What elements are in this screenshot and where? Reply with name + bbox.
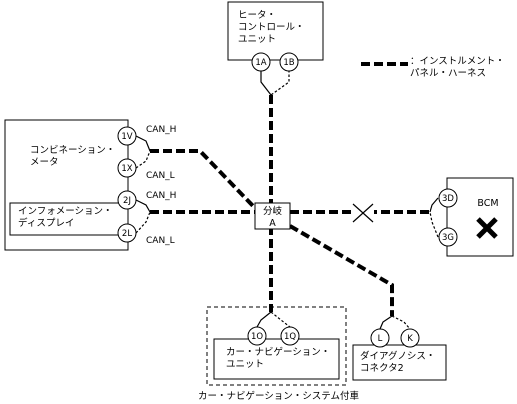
- diag-wire-k: [391, 315, 411, 330]
- heater-wire-1b: [270, 70, 290, 96]
- navigation-system: カー・ナビゲーション・ユニット 1O 1Q カー・ナビゲーション・システム付車: [198, 306, 360, 402]
- pin-3g: [438, 227, 458, 247]
- legend-text: ：インストルメント・パネル・ハーネス: [410, 56, 505, 79]
- x-mark-icon: [476, 217, 498, 239]
- diagnosis-label: ダイアグノシス・コネクタ2: [360, 350, 435, 374]
- pin-1a: [251, 52, 271, 72]
- pin-2l-label: 2L: [122, 229, 132, 239]
- combination-meter-label: コンビネーション・メータ: [30, 145, 115, 168]
- info-display-box: [9, 202, 129, 236]
- harness-diagnosis: [288, 224, 394, 316]
- junction-box: [254, 202, 291, 230]
- navigation-optional-frame: [206, 306, 347, 386]
- pin-1a-label: 1A: [255, 58, 266, 68]
- info-display-label: インフォメーション・ディスプレイ: [18, 206, 113, 229]
- pin-k-label: K: [407, 334, 413, 344]
- pin-k: [400, 328, 420, 348]
- bcm-label: BCM: [477, 198, 498, 209]
- pin-2l: [117, 223, 137, 243]
- pin-1x-label: 1X: [121, 164, 132, 174]
- meter-wire-1x: [135, 150, 151, 169]
- bcm-unit: BCM 3D 3G: [429, 177, 514, 257]
- pin-3g-label: 3G: [442, 233, 454, 243]
- nav-wire-1q: [270, 311, 291, 328]
- pin-1b: [279, 52, 299, 72]
- pin-2j-label: 2J: [123, 196, 131, 206]
- meter-can-l-label: CAN_L: [146, 171, 175, 181]
- display-can-h-label: CAN_H: [146, 191, 176, 201]
- navigation-unit-label: カー・ナビゲーション・ユニット: [226, 346, 330, 370]
- navigation-system-label: カー・ナビゲーション・システム付車: [198, 390, 360, 402]
- bcm-wire-3d: [429, 197, 439, 213]
- heater-control-unit: ヒータ・コントロール・ユニット 1A 1B: [227, 1, 324, 96]
- pin-3d-label: 3D: [442, 194, 454, 204]
- diagnosis-box: [352, 344, 447, 381]
- pin-l-label: L: [378, 334, 383, 344]
- display-wire-2j: [135, 199, 151, 213]
- harness-meter: [150, 149, 257, 210]
- diag-wire-l: [379, 315, 393, 330]
- display-can-l-label: CAN_L: [146, 236, 175, 246]
- bcm-wire-3g: [429, 211, 439, 238]
- pin-1b-label: 1B: [283, 58, 294, 68]
- navigation-unit-box: [213, 338, 340, 380]
- display-wire-2l: [135, 211, 151, 234]
- line-break-icon: [352, 203, 374, 223]
- pin-1v: [117, 126, 137, 146]
- pin-1v-label: 1V: [121, 132, 132, 142]
- pin-2j: [117, 190, 137, 210]
- heater-unit-label: ヒータ・コントロール・ユニット: [238, 10, 305, 45]
- pin-l: [370, 328, 390, 348]
- bcm-box: [446, 177, 514, 257]
- nav-wire-1o: [256, 311, 272, 328]
- meter-wire-1v: [135, 135, 151, 152]
- pin-1x: [117, 158, 137, 178]
- legend: ：インストルメント・パネル・ハーネス: [361, 56, 505, 79]
- pin-3d: [438, 188, 458, 208]
- pin-1o-label: 1O: [251, 332, 263, 342]
- meter-can-h-label: CAN_H: [146, 125, 176, 135]
- pin-1o: [247, 326, 267, 346]
- heater-wire-1a: [260, 70, 272, 96]
- heater-unit-box: [227, 1, 324, 61]
- pin-1q: [280, 326, 300, 346]
- left-units: コンビネーション・メータ インフォメーション・ディスプレイ 1V 1X CAN_…: [4, 119, 176, 251]
- pin-1q-label: 1Q: [284, 332, 296, 342]
- diagnosis-connector: ダイアグノシス・コネクタ2 L K: [352, 315, 447, 381]
